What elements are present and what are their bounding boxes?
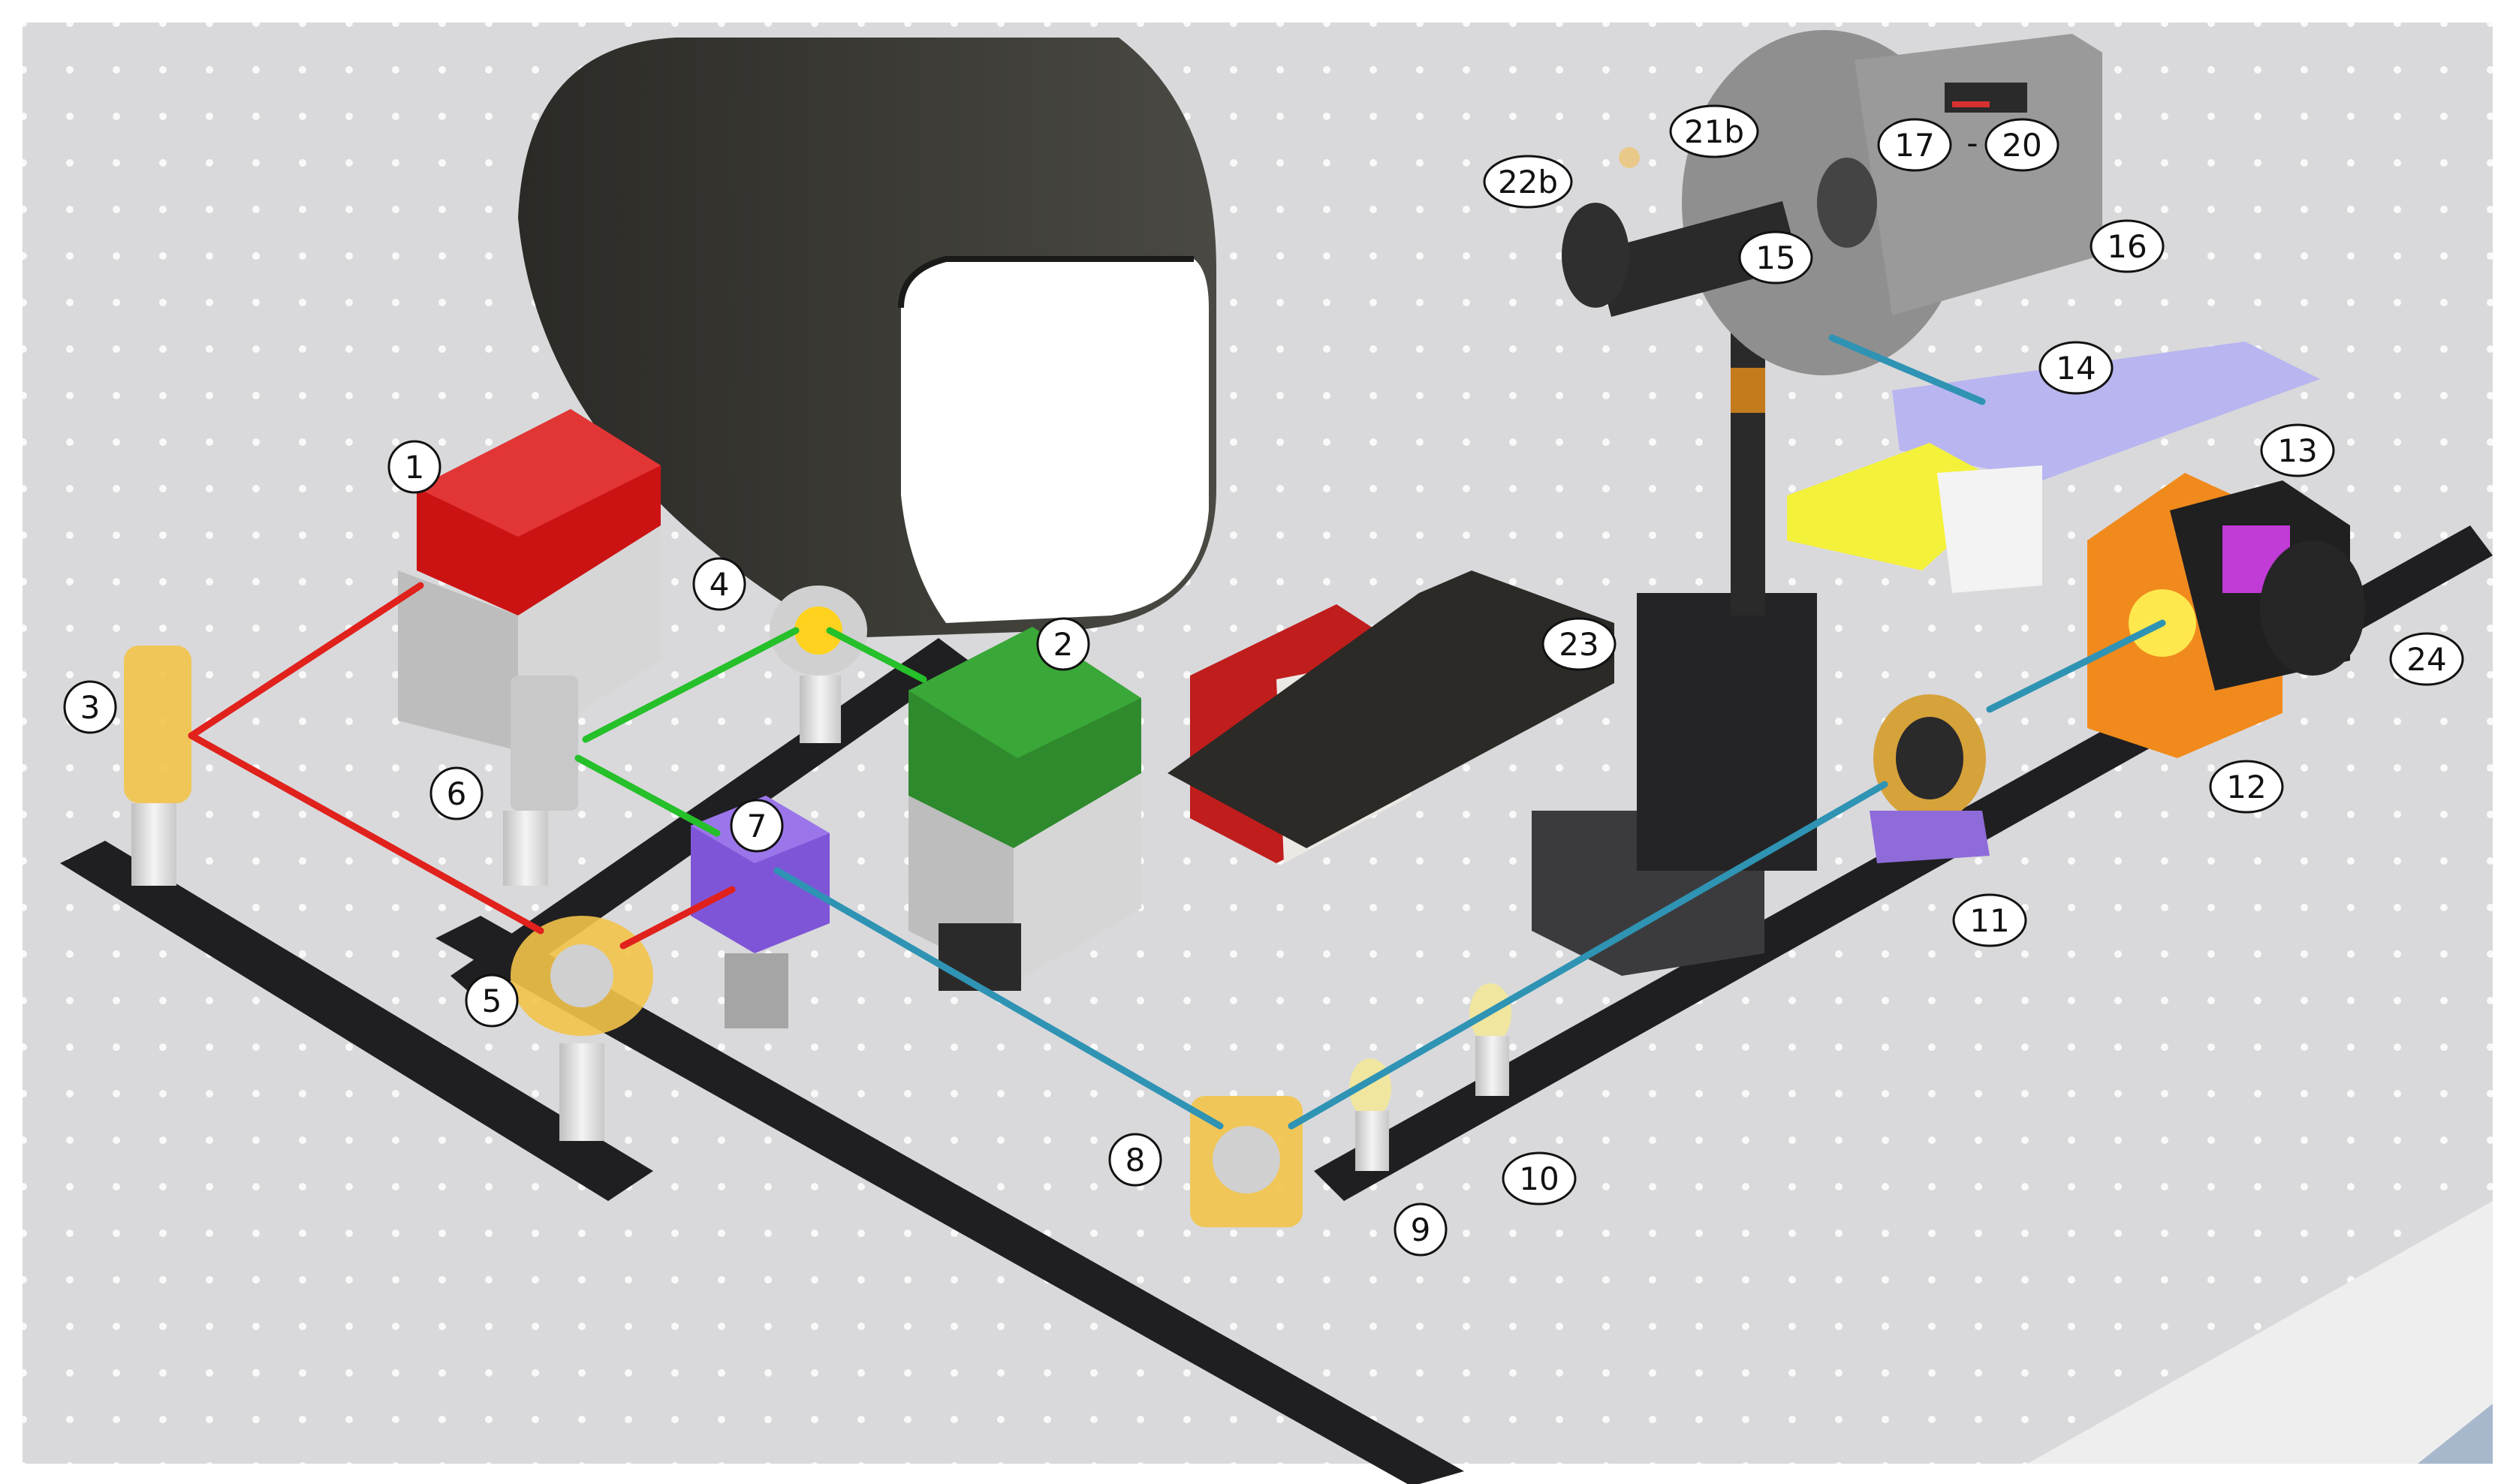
stage-tower bbox=[1532, 270, 1817, 976]
green-laser-module bbox=[908, 627, 1141, 991]
svg-text:8: 8 bbox=[1125, 1142, 1146, 1178]
gold-lens-mount bbox=[1870, 694, 1990, 863]
beam-combiner-cube bbox=[691, 796, 830, 1028]
green-beam-1 bbox=[582, 627, 800, 743]
callout-21b: 21b bbox=[1669, 104, 1759, 158]
svg-text:1: 1 bbox=[405, 449, 425, 486]
callout-16: 16 bbox=[2090, 219, 2165, 273]
svg-text:2: 2 bbox=[1053, 626, 1074, 663]
callout-13: 13 bbox=[2260, 423, 2335, 477]
svg-text:23: 23 bbox=[1559, 626, 1598, 663]
callout-23: 23 bbox=[1541, 617, 1617, 671]
svg-text:17: 17 bbox=[1894, 127, 1934, 164]
red-laser-module bbox=[398, 409, 661, 751]
svg-text:15: 15 bbox=[1755, 239, 1795, 276]
svg-text:16: 16 bbox=[2107, 228, 2147, 265]
callout-24: 24 bbox=[2389, 632, 2464, 686]
callout-12: 12 bbox=[2209, 760, 2284, 814]
callout-17: 17 bbox=[1877, 118, 1952, 172]
mirror-mounts bbox=[124, 585, 1511, 1227]
sample-stage bbox=[1787, 342, 2320, 593]
callout-4: 4 bbox=[692, 557, 746, 611]
svg-text:24: 24 bbox=[2406, 641, 2446, 678]
svg-text:12: 12 bbox=[2226, 769, 2266, 805]
red-beam-3 bbox=[619, 886, 736, 950]
svg-text:4: 4 bbox=[710, 566, 730, 603]
callout-11: 11 bbox=[1952, 893, 2027, 947]
mirror-mount-3 bbox=[124, 646, 191, 886]
rail-left bbox=[60, 841, 653, 1201]
svg-text:20: 20 bbox=[2002, 127, 2041, 164]
detector-module bbox=[1168, 570, 1614, 863]
optical-table-edge bbox=[2027, 1201, 2493, 1464]
svg-text:13: 13 bbox=[2277, 432, 2317, 469]
callout-20: 20 bbox=[1984, 118, 2060, 172]
dark-enclosure bbox=[518, 38, 1216, 638]
callout-6: 6 bbox=[429, 766, 484, 820]
callout-5: 5 bbox=[465, 974, 519, 1028]
mirror-mount-4 bbox=[770, 585, 867, 743]
callout-7: 7 bbox=[730, 799, 784, 853]
svg-text:5: 5 bbox=[482, 983, 502, 1019]
blue-beam-4 bbox=[1828, 334, 1986, 405]
mirror-mount-5 bbox=[511, 916, 653, 1141]
filter-holder-6 bbox=[503, 676, 578, 886]
blue-beam-2 bbox=[1288, 781, 1888, 1130]
callout-17-20-dash: - bbox=[1966, 125, 1978, 161]
red-beam-2 bbox=[188, 732, 544, 935]
callout-14: 14 bbox=[2038, 341, 2114, 395]
callout-15: 15 bbox=[1738, 230, 1813, 284]
orange-mount bbox=[2087, 473, 2365, 758]
callout-3: 3 bbox=[63, 680, 117, 734]
callout-1: 1 bbox=[387, 440, 441, 494]
fiber-coupler bbox=[1562, 147, 1800, 318]
callout-2: 2 bbox=[1036, 617, 1090, 671]
callout-8: 8 bbox=[1108, 1133, 1162, 1187]
svg-text:9: 9 bbox=[1411, 1212, 1431, 1248]
svg-text:11: 11 bbox=[1969, 902, 2009, 939]
blue-beam-3 bbox=[1986, 619, 2166, 713]
rail-middle bbox=[435, 916, 1464, 1484]
svg-text:22b: 22b bbox=[1498, 164, 1558, 200]
svg-text:14: 14 bbox=[2056, 350, 2096, 387]
svg-text:21b: 21b bbox=[1684, 113, 1744, 150]
svg-text:3: 3 bbox=[80, 689, 101, 726]
background-corner-right bbox=[2418, 1404, 2493, 1464]
green-beam-2 bbox=[826, 627, 927, 683]
green-beam-3 bbox=[574, 754, 721, 837]
blue-beam-1 bbox=[773, 867, 1224, 1130]
laser-beams bbox=[188, 334, 2166, 1130]
callouts: 1 2 3 4 5 6 7 8 9 10 11 12 13 14 15 16 1… bbox=[63, 104, 2464, 1257]
svg-text:7: 7 bbox=[747, 808, 767, 844]
monochromator bbox=[1682, 30, 2102, 375]
red-beam-1 bbox=[188, 582, 424, 739]
callout-9: 9 bbox=[1394, 1203, 1448, 1257]
callout-10: 10 bbox=[1502, 1151, 1577, 1206]
svg-text:10: 10 bbox=[1519, 1160, 1559, 1197]
svg-text:6: 6 bbox=[447, 775, 467, 812]
callout-22b: 22b bbox=[1483, 155, 1573, 209]
